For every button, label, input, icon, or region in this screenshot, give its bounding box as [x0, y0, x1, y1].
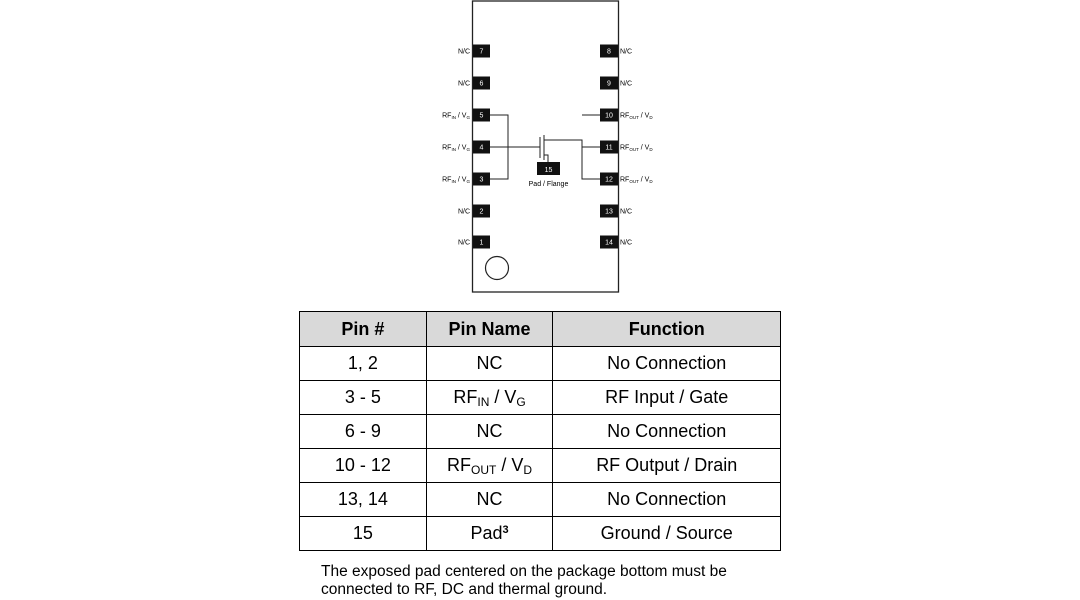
pin-number: 8	[607, 49, 611, 56]
pin-11-block	[600, 140, 618, 154]
pin-label: RFOUT / VD	[620, 113, 653, 121]
pad-number: 15	[545, 167, 553, 174]
right-pin-8: 8 N/C	[600, 44, 632, 58]
table-row: 15 Pad3 Ground / Source	[299, 516, 781, 551]
cell-name: Pad3	[425, 516, 554, 551]
pin-number: 14	[605, 240, 613, 247]
cell-name: NC	[425, 482, 554, 517]
pin-number: 10	[605, 113, 613, 120]
cell-function: No Connection	[552, 482, 781, 517]
pin-8-block	[600, 44, 618, 58]
pin-number: 4	[480, 145, 484, 152]
pin-14-block	[600, 235, 618, 249]
pin-label: RFOUT / VD	[620, 145, 653, 153]
cell-name: RFIN / VG	[425, 380, 554, 415]
pin-number: 2	[480, 209, 484, 216]
cell-function: RF Input / Gate	[552, 380, 781, 415]
pin-2-block	[473, 204, 490, 218]
cell-name: NC	[425, 346, 554, 381]
left-pin-3: 3 RFIN / VG	[442, 172, 490, 186]
cell-function: No Connection	[552, 346, 781, 381]
left-pin-6: 6 N/C	[458, 76, 490, 90]
left-pin-5: 5 RFIN / VG	[442, 108, 490, 122]
cell-pin: 10 - 12	[299, 448, 427, 483]
pin-label: RFIN / VG	[442, 177, 470, 185]
pad-15-block	[537, 162, 560, 175]
pin-label: RFIN / VG	[442, 145, 470, 153]
package-outline	[471, 0, 620, 293]
pin-5-block	[473, 108, 490, 122]
pin-label: N/C	[458, 209, 470, 216]
pin-label: RFOUT / VD	[620, 177, 653, 185]
header-pin-name: Pin Name	[425, 311, 554, 347]
pin-3-block	[473, 172, 490, 186]
cell-pin: 15	[299, 516, 427, 551]
cell-function: Ground / Source	[552, 516, 781, 551]
pad-label: Pad / Flange	[529, 181, 569, 188]
pin-1-block	[473, 235, 490, 249]
header-pin-number: Pin #	[299, 311, 427, 347]
cell-pin: 6 - 9	[299, 414, 427, 449]
left-pin-4: 4 RFIN / VG	[442, 140, 490, 154]
cell-name: NC	[425, 414, 554, 449]
cell-pin: 13, 14	[299, 482, 427, 517]
pin-label: N/C	[620, 81, 632, 88]
pin-label: N/C	[458, 240, 470, 247]
left-pin-2: 2 N/C	[458, 204, 490, 218]
pin-label: N/C	[458, 81, 470, 88]
pad-grounding-note: The exposed pad centered on the package …	[321, 563, 727, 598]
right-pin-9: 9 N/C	[600, 76, 632, 90]
pin-label: N/C	[620, 49, 632, 56]
cell-function: RF Output / Drain	[552, 448, 781, 483]
pin-label: N/C	[620, 240, 632, 247]
pin-number: 12	[605, 177, 613, 184]
pin-number: 9	[607, 81, 611, 88]
left-pin-7: 7 N/C	[458, 44, 490, 58]
pin-label: N/C	[458, 49, 470, 56]
internal-wiring	[490, 114, 600, 180]
table-row: 10 - 12 RFOUT / VD RF Output / Drain	[299, 448, 781, 483]
cell-pin: 3 - 5	[299, 380, 427, 415]
cell-pin: 1, 2	[299, 346, 427, 381]
table-row: 13, 14 NC No Connection	[299, 482, 781, 517]
pin-number: 7	[480, 49, 484, 56]
pin-number: 5	[480, 113, 484, 120]
pin-label: N/C	[620, 209, 632, 216]
header-function: Function	[552, 311, 781, 347]
right-pin-14: 14 N/C	[600, 235, 632, 249]
table-row: 6 - 9 NC No Connection	[299, 414, 781, 449]
pin-label: RFIN / VG	[442, 113, 470, 121]
pin-13-block	[600, 204, 618, 218]
pin-function-table: Pin # Pin Name Function 1, 2 NC No Conne…	[299, 311, 781, 551]
pin-number: 11	[605, 145, 612, 152]
left-pin-1: 1 N/C	[458, 235, 490, 249]
right-pin-11: 11 RFOUT / VD	[600, 140, 653, 154]
table-header-row: Pin # Pin Name Function	[299, 311, 781, 347]
right-pin-10: 10 RFOUT / VD	[600, 108, 653, 122]
pin1-orientation-mark	[484, 255, 510, 281]
right-pin-13: 13 N/C	[600, 204, 632, 218]
pin-number: 13	[605, 209, 613, 216]
pin-number: 6	[480, 81, 484, 88]
pin-12-block	[600, 172, 618, 186]
pin-9-block	[600, 76, 618, 90]
pin-number: 3	[480, 177, 484, 184]
pin-number: 1	[480, 240, 484, 247]
pin-7-block	[473, 44, 490, 58]
pin-10-block	[600, 108, 618, 122]
table-row: 1, 2 NC No Connection	[299, 346, 781, 381]
pin-4-block	[473, 140, 490, 154]
table-row: 3 - 5 RFIN / VG RF Input / Gate	[299, 380, 781, 415]
pin-6-block	[473, 76, 490, 90]
cell-name: RFOUT / VD	[425, 448, 554, 483]
right-pin-12: 12 RFOUT / VD	[600, 172, 653, 186]
cell-function: No Connection	[552, 414, 781, 449]
